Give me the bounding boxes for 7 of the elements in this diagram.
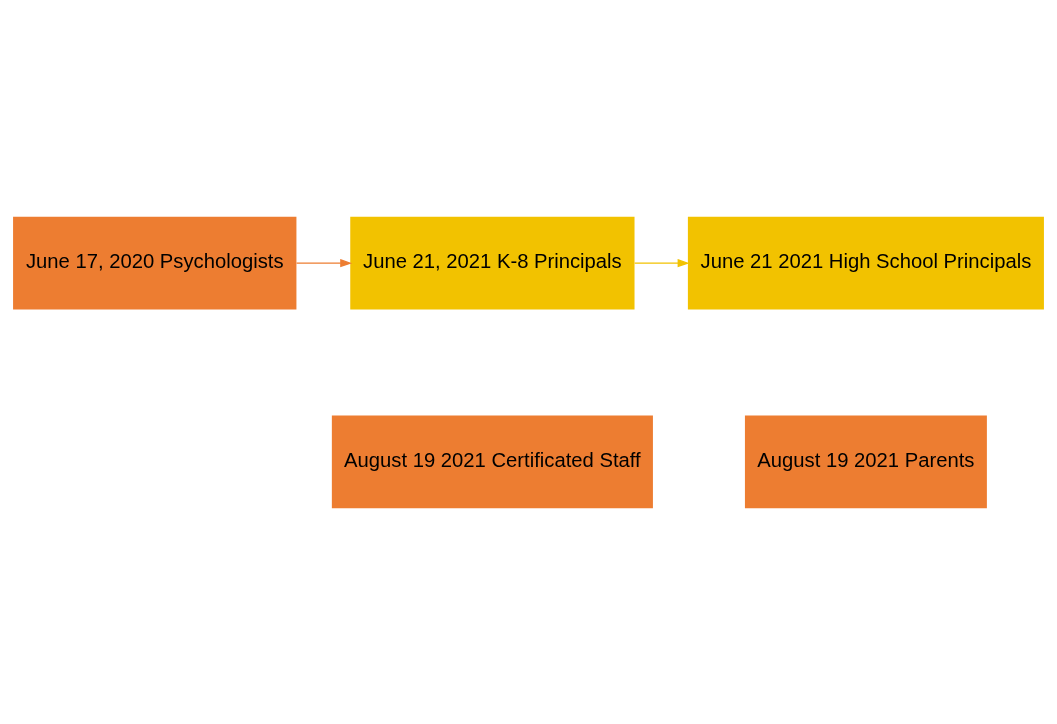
node-box: June 21, 2021 K-8 Principals (350, 216, 635, 310)
arrow (633, 258, 690, 267)
node-box: August 19 2021 Parents (744, 414, 987, 508)
node-box: June 17, 2020 Psychologists (13, 216, 297, 310)
node-box: June 21 2021 High School Principals (687, 216, 1044, 310)
arrow (295, 258, 353, 267)
node-box: August 19 2021 Certificated Staff (331, 414, 653, 508)
